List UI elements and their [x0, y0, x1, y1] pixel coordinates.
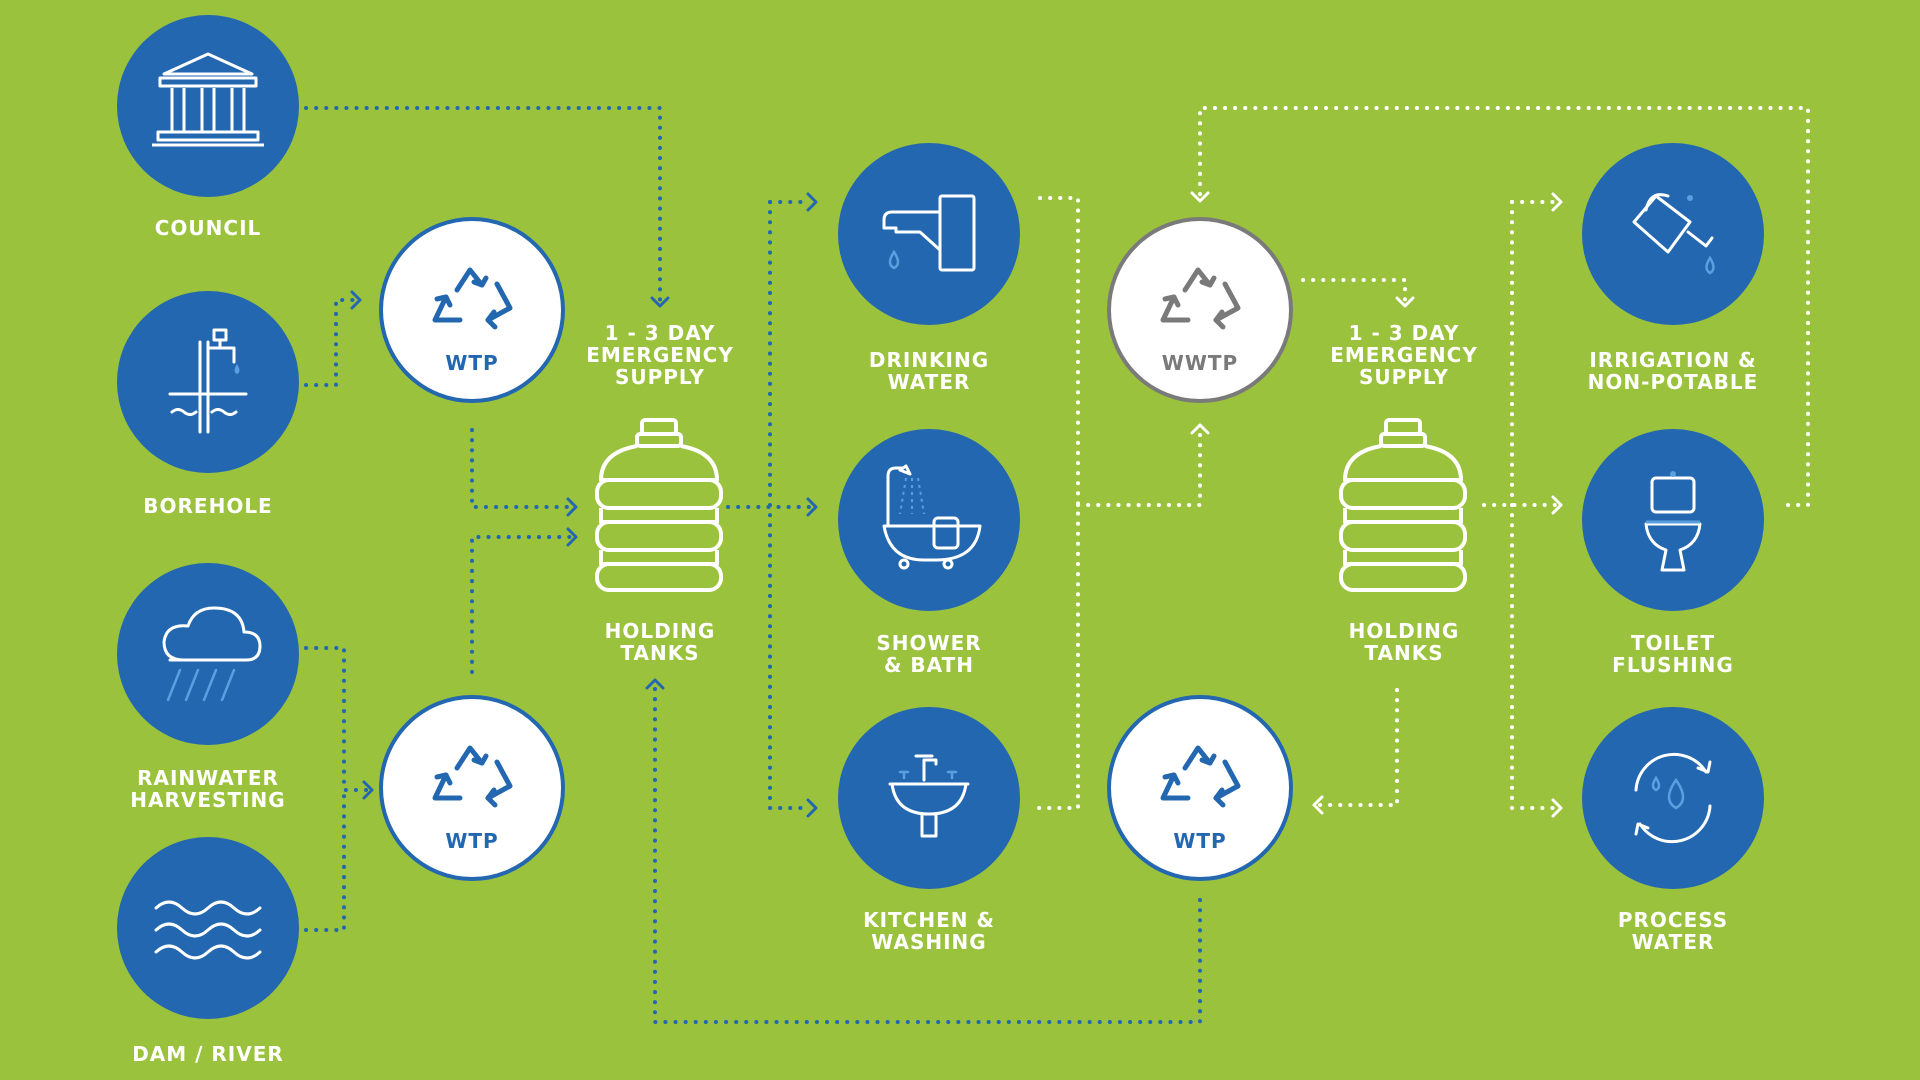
wtp-lower-label: WTP — [445, 829, 498, 853]
council-building-icon — [152, 52, 264, 147]
rainwater-node — [117, 563, 299, 745]
drinking-water-node — [838, 143, 1020, 325]
wtp-return-node: WTP — [1107, 695, 1293, 881]
connector-council-to-tank — [304, 106, 662, 302]
process-drops-icon — [1651, 775, 1685, 810]
drinking-water-label: DRINKING WATER — [868, 348, 990, 394]
borehole-tap-icon — [168, 328, 248, 434]
shower-bath-label: SHOWER & BATH — [876, 631, 982, 677]
kitchen-washing-label: KITCHEN & WASHING — [863, 908, 995, 954]
shower-spray-icon — [899, 477, 925, 515]
blue-arrowheads — [350, 192, 818, 818]
connector-tank-to-uses — [768, 200, 812, 810]
connector-dam-to-wtp — [304, 788, 346, 932]
bathtub-icon — [882, 464, 982, 570]
wwtp-node: WWTP — [1107, 217, 1293, 403]
connector-wtp-lower-to-tank — [470, 535, 572, 674]
irrigation-label: IRRIGATION & NON-POTABLE — [1587, 348, 1759, 394]
white-connectors — [1033, 106, 1810, 810]
process-water-label: PROCESS WATER — [1617, 908, 1729, 954]
dam-river-label: DAM / RIVER — [132, 1042, 284, 1066]
borehole-drop-icon — [234, 364, 240, 374]
rainwater-label: RAINWATER HARVESTING — [130, 766, 286, 812]
left-tank-caption: 1 - 3 DAY EMERGENCY SUPPLY — [586, 321, 734, 389]
watering-drop-icon — [1705, 255, 1715, 275]
process-water-node — [1582, 707, 1764, 889]
sink-icon — [888, 754, 970, 838]
toilet-flushing-node — [1582, 429, 1764, 611]
faucet-icon — [882, 194, 976, 272]
blue-connectors — [304, 106, 1202, 1024]
shower-bath-node — [838, 429, 1020, 611]
right-tank-label: HOLDING TANKS — [1348, 619, 1460, 665]
wtp-upper-label: WTP — [445, 351, 498, 375]
rain-cloud-icon — [162, 606, 262, 662]
wtp-upper-node: WTP — [379, 217, 565, 403]
wtp-lower-node: WTP — [379, 695, 565, 881]
council-label: COUNCIL — [154, 216, 262, 240]
irrigation-node — [1582, 143, 1764, 325]
sink-taps-icon — [898, 770, 958, 780]
dam-river-node — [117, 837, 299, 1019]
connector-wwtp-to-tank — [1301, 278, 1407, 302]
wwtp-label: WWTP — [1162, 351, 1238, 375]
process-cycle-icon — [1634, 752, 1712, 844]
toilet-flushing-label: TOILET FLUSHING — [1612, 631, 1734, 677]
connector-uses-to-wwtp — [1076, 426, 1202, 507]
right-tank-caption: 1 - 3 DAY EMERGENCY SUPPLY — [1330, 321, 1478, 389]
council-node — [117, 15, 299, 197]
toilet-icon — [1644, 476, 1702, 572]
connector-wtp-return-to-tank — [653, 683, 1202, 1024]
wtp-return-label: WTP — [1173, 829, 1226, 853]
watering-can-icon — [1632, 193, 1714, 254]
watering-dot-icon — [1687, 195, 1693, 201]
kitchen-washing-node — [838, 707, 1020, 889]
borehole-node — [117, 291, 299, 473]
left-tank-label: HOLDING TANKS — [604, 619, 716, 665]
rain-drops-icon — [166, 668, 236, 702]
faucet-drop-icon — [888, 249, 900, 270]
white-arrowheads — [1190, 191, 1563, 818]
connector-rain-to-wtp — [304, 646, 370, 792]
water-waves-icon — [154, 900, 262, 960]
connector-wtp-upper-to-tank — [470, 428, 572, 509]
toilet-button-icon — [1670, 471, 1676, 477]
connector-borehole-to-wtp — [304, 298, 356, 387]
borehole-label: BOREHOLE — [143, 494, 273, 518]
